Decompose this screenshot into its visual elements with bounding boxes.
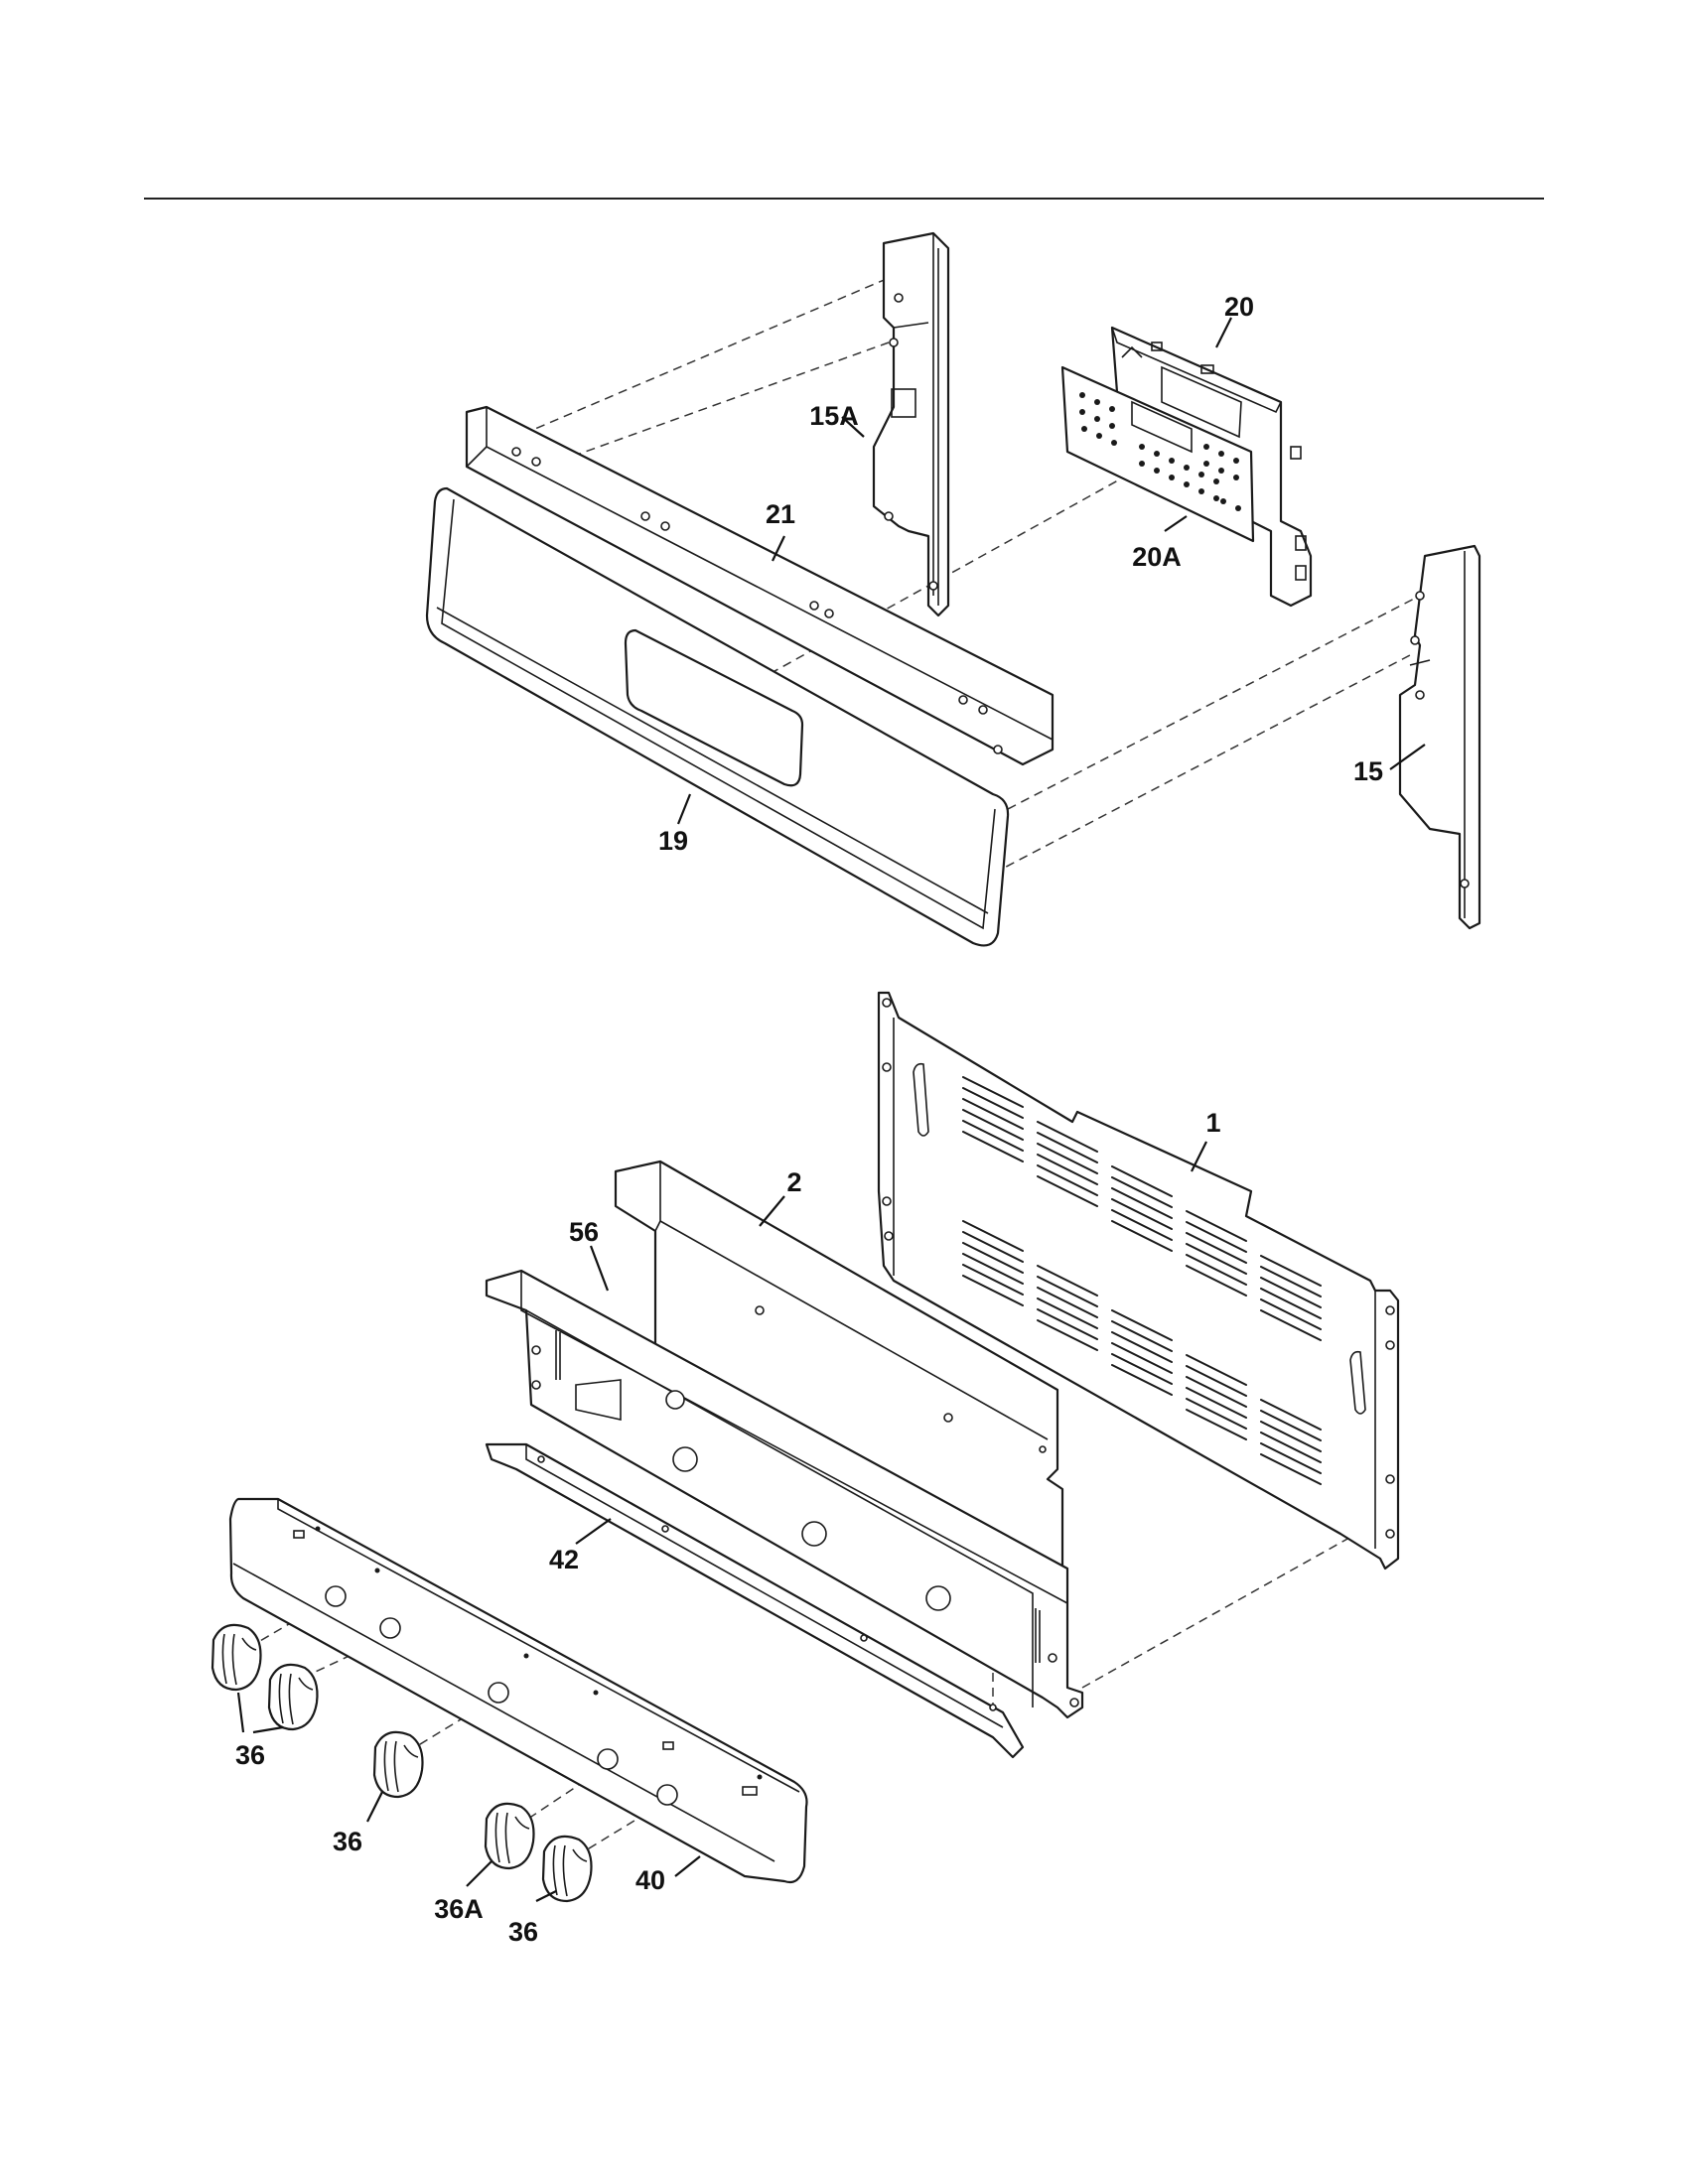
part-21-trim <box>465 405 1055 766</box>
callout-36-b: 36 <box>333 1827 362 1856</box>
vent-slot <box>1037 1297 1098 1329</box>
vent-slot <box>962 1264 1024 1296</box>
vent-slot <box>962 1231 1024 1263</box>
vent-slot <box>1186 1376 1247 1408</box>
callout-56: 56 <box>569 1217 599 1247</box>
vent-slot <box>1111 1176 1173 1208</box>
callout-labels: 20 15A 21 20A 15 19 1 2 56 42 36 36 36A … <box>235 292 1383 1947</box>
vent-slot <box>1037 1175 1098 1207</box>
callout-36-c: 36 <box>508 1917 538 1947</box>
vent-slot <box>1111 1353 1173 1385</box>
part-15-bracket <box>1398 544 1481 930</box>
callout-1: 1 <box>1205 1108 1220 1138</box>
vent-slot <box>1111 1198 1173 1230</box>
knob-4 <box>484 1802 535 1870</box>
vent-slot <box>1186 1243 1247 1275</box>
vent-slot <box>1260 1432 1322 1463</box>
vent-slot <box>1037 1276 1098 1307</box>
vent-slot <box>962 1242 1024 1274</box>
vent-slot <box>1037 1121 1098 1153</box>
vent-slot <box>1111 1364 1173 1396</box>
callout-42: 42 <box>549 1545 579 1574</box>
vent-slot <box>1111 1331 1173 1363</box>
vent-slot <box>962 1109 1024 1141</box>
vent-slot <box>1037 1132 1098 1163</box>
callout-2: 2 <box>786 1167 801 1197</box>
vent-slot <box>1186 1265 1247 1297</box>
vent-slot <box>1111 1165 1173 1197</box>
callout-40: 40 <box>635 1865 665 1895</box>
callout-36-a: 36 <box>235 1740 265 1770</box>
vent-slot <box>962 1275 1024 1306</box>
callout-20: 20 <box>1224 292 1254 322</box>
vent-slot <box>1111 1220 1173 1252</box>
callout-21: 21 <box>766 499 795 529</box>
knob-1 <box>211 1623 262 1692</box>
part-1-rear-panel <box>877 991 1400 1570</box>
vent-slot <box>1111 1320 1173 1352</box>
vent-slot <box>1037 1265 1098 1297</box>
vent-slot <box>962 1098 1024 1130</box>
callout-20A: 20A <box>1132 542 1182 572</box>
vent-slot <box>1186 1365 1247 1397</box>
vent-slot <box>1186 1354 1247 1386</box>
vent-slot <box>1111 1342 1173 1374</box>
callout-36A: 36A <box>434 1894 484 1924</box>
vent-slot <box>1186 1232 1247 1264</box>
vent-slot <box>1260 1453 1322 1485</box>
vent-slot <box>1260 1255 1322 1287</box>
vent-slot <box>962 1120 1024 1152</box>
vent-slot <box>962 1131 1024 1162</box>
part-15A-bracket <box>872 231 950 617</box>
vent-slot <box>1186 1254 1247 1286</box>
vent-slot <box>1186 1387 1247 1419</box>
vent-slot <box>1186 1398 1247 1430</box>
vent-slot <box>1037 1154 1098 1185</box>
knob-3 <box>372 1730 424 1799</box>
vent-slot <box>962 1220 1024 1252</box>
vent-slot <box>1260 1421 1322 1452</box>
callout-15: 15 <box>1353 756 1383 786</box>
vent-slot <box>1186 1221 1247 1253</box>
vent-slot <box>1037 1287 1098 1318</box>
callout-15A: 15A <box>809 401 859 431</box>
part-42-trim-strip <box>485 1442 1025 1759</box>
knob-2 <box>267 1663 319 1731</box>
vent-slot <box>1186 1409 1247 1440</box>
part-40-manifold-cover <box>228 1497 808 1884</box>
part-56-manifold-panel <box>485 1269 1084 1719</box>
vent-slot <box>1260 1266 1322 1297</box>
vent-slot <box>1111 1187 1173 1219</box>
vent-slot <box>1186 1210 1247 1242</box>
vent-slot <box>1260 1442 1322 1474</box>
vent-slot <box>1260 1410 1322 1441</box>
vent-slot <box>1260 1309 1322 1341</box>
vent-slot <box>1111 1309 1173 1341</box>
vent-slot <box>962 1087 1024 1119</box>
vent-slot <box>1260 1399 1322 1431</box>
vent-slot <box>1111 1209 1173 1241</box>
vent-slot <box>1037 1319 1098 1351</box>
knob-5 <box>541 1835 593 1903</box>
vent-slot <box>1037 1164 1098 1196</box>
part-19-control-panel <box>425 486 1010 947</box>
part-20A-keypad <box>1060 365 1255 543</box>
vent-slot <box>962 1253 1024 1285</box>
callout-19: 19 <box>658 826 688 856</box>
leader-lines <box>236 317 1426 1902</box>
vent-slot <box>1260 1277 1322 1308</box>
vent-slots <box>962 1076 1322 1485</box>
vent-slot <box>962 1076 1024 1108</box>
vent-slot <box>1037 1143 1098 1174</box>
vent-slot <box>1260 1288 1322 1319</box>
vent-slot <box>1037 1308 1098 1340</box>
vent-slot <box>1260 1298 1322 1330</box>
